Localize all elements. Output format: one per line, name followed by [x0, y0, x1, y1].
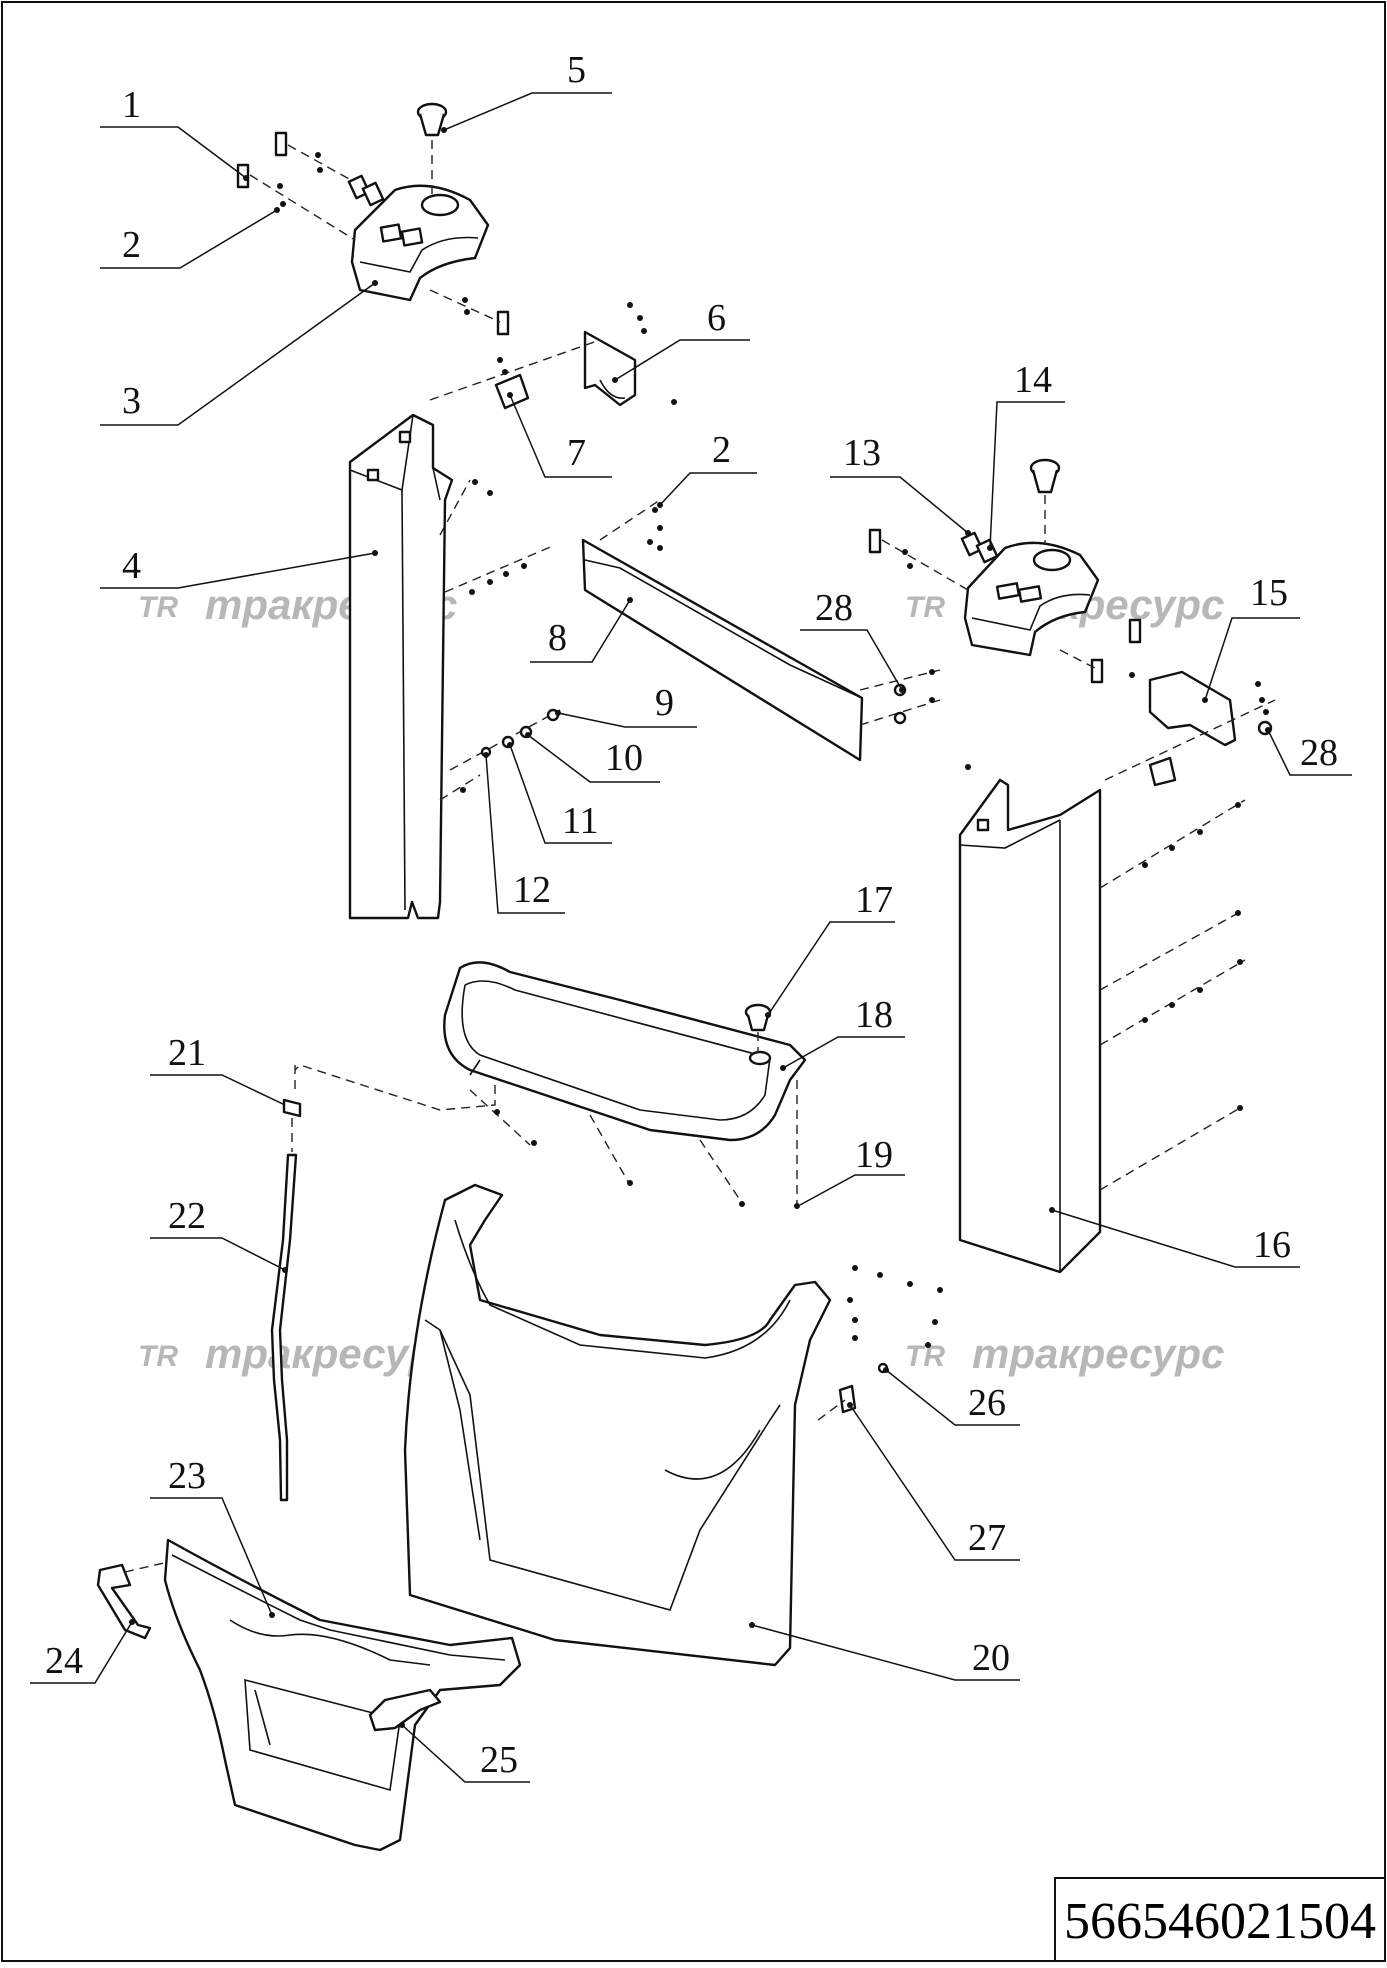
callout-label: 3 — [122, 380, 141, 422]
callout-14: 14 — [987, 359, 1065, 551]
callout-label: 25 — [480, 1739, 518, 1781]
callout-label: 8 — [548, 617, 567, 659]
drawing-number: 566546021504 — [1064, 1893, 1376, 1950]
part-column-right-16 — [958, 764, 1246, 1274]
part-long-bracket-8 — [581, 499, 941, 762]
callout-16: 16 — [1049, 1207, 1300, 1268]
callout-28-left: 28 — [800, 587, 905, 693]
callout-20: 20 — [749, 1622, 1020, 1681]
callout-label: 26 — [968, 1382, 1006, 1424]
watermark-3: TR тракресурс — [138, 1330, 457, 1377]
callout-label: 27 — [968, 1517, 1006, 1559]
callout-label: 1 — [122, 84, 141, 126]
callout-27: 27 — [847, 1402, 1020, 1561]
callout-label: 22 — [168, 1195, 206, 1237]
part-switch-housing-left — [350, 184, 490, 302]
part-fasteners-9-12 — [449, 708, 561, 771]
callout-2-middle: 2 — [657, 429, 757, 508]
callout-28-right: 28 — [1265, 727, 1352, 776]
callout-9: 9 — [555, 682, 697, 728]
drawing-number-box: 566546021504 — [1054, 1877, 1386, 1962]
callout-13: 13 — [830, 432, 971, 536]
callout-label: 13 — [843, 432, 881, 474]
callout-26: 26 — [883, 1367, 1020, 1426]
part-trim-25 — [368, 1688, 442, 1732]
callout-label: 19 — [855, 1134, 893, 1176]
callout-label: 10 — [605, 737, 643, 779]
callout-8: 8 — [530, 597, 633, 663]
callout-label: 5 — [567, 49, 586, 91]
watermark-logo: TR — [138, 1340, 178, 1373]
callout-23: 23 — [150, 1455, 275, 1618]
part-bracket-15 — [1104, 670, 1276, 787]
callout-24: 24 — [30, 1619, 135, 1684]
callout-12: 12 — [483, 752, 565, 914]
callout-label: 21 — [168, 1032, 206, 1074]
callout-label: 14 — [1014, 359, 1052, 401]
watermark-logo: TR — [138, 591, 178, 624]
callout-label: 6 — [707, 297, 726, 339]
callout-label: 7 — [567, 432, 586, 474]
callout-label: 15 — [1250, 572, 1288, 614]
callout-label: 24 — [45, 1640, 83, 1682]
part-hose-21-22 — [270, 1065, 302, 1502]
callout-label: 11 — [562, 800, 599, 842]
callout-7: 7 — [507, 392, 612, 478]
callout-25: 25 — [399, 1722, 530, 1783]
callout-15: 15 — [1202, 572, 1300, 703]
callout-label: 12 — [513, 869, 551, 911]
callout-22: 22 — [150, 1195, 288, 1273]
callout-21: 21 — [150, 1032, 286, 1106]
part-clip-7 — [494, 357, 530, 410]
part-main-cover-20 — [403, 1183, 832, 1667]
callout-label: 9 — [655, 682, 674, 724]
callout-4: 4 — [100, 545, 378, 589]
callout-label: 23 — [168, 1455, 206, 1497]
part-connector-left — [347, 174, 385, 207]
watermark-logo: TR — [905, 591, 945, 624]
callout-11: 11 — [507, 742, 612, 844]
watermark-4: TR тракресурс — [905, 1330, 1224, 1377]
callout-label: 20 — [972, 1637, 1010, 1679]
callout-label: 2 — [712, 429, 731, 471]
callout-label: 2 — [122, 224, 141, 266]
callout-6: 6 — [612, 297, 750, 383]
callout-label: 4 — [122, 545, 141, 587]
part-knob-5 — [416, 102, 448, 195]
callout-label: 28 — [1300, 732, 1338, 774]
callout-19: 19 — [799, 1134, 905, 1206]
callout-label: 17 — [855, 879, 893, 921]
watermark-text: тракресурс — [972, 1330, 1224, 1377]
part-tray-18 — [294, 961, 807, 1209]
callout-3: 3 — [100, 280, 378, 426]
part-front-cover-23 — [163, 1538, 522, 1852]
callout-2-upper: 2 — [100, 207, 280, 269]
part-bracket-6 — [429, 302, 677, 407]
part-column-left-4 — [348, 413, 556, 920]
part-switch-housing-right — [868, 458, 1142, 684]
callout-label: 18 — [855, 994, 893, 1036]
callout-18: 18 — [780, 994, 905, 1071]
callout-5: 5 — [441, 49, 612, 133]
callout-label: 16 — [1253, 1224, 1291, 1266]
callout-label: 28 — [815, 587, 853, 629]
callout-1: 1 — [100, 84, 249, 181]
callout-10: 10 — [525, 732, 660, 783]
part-trim-24 — [96, 1561, 169, 1640]
callout-17: 17 — [765, 879, 895, 1018]
part-fasteners-26-27 — [817, 1265, 943, 1421]
